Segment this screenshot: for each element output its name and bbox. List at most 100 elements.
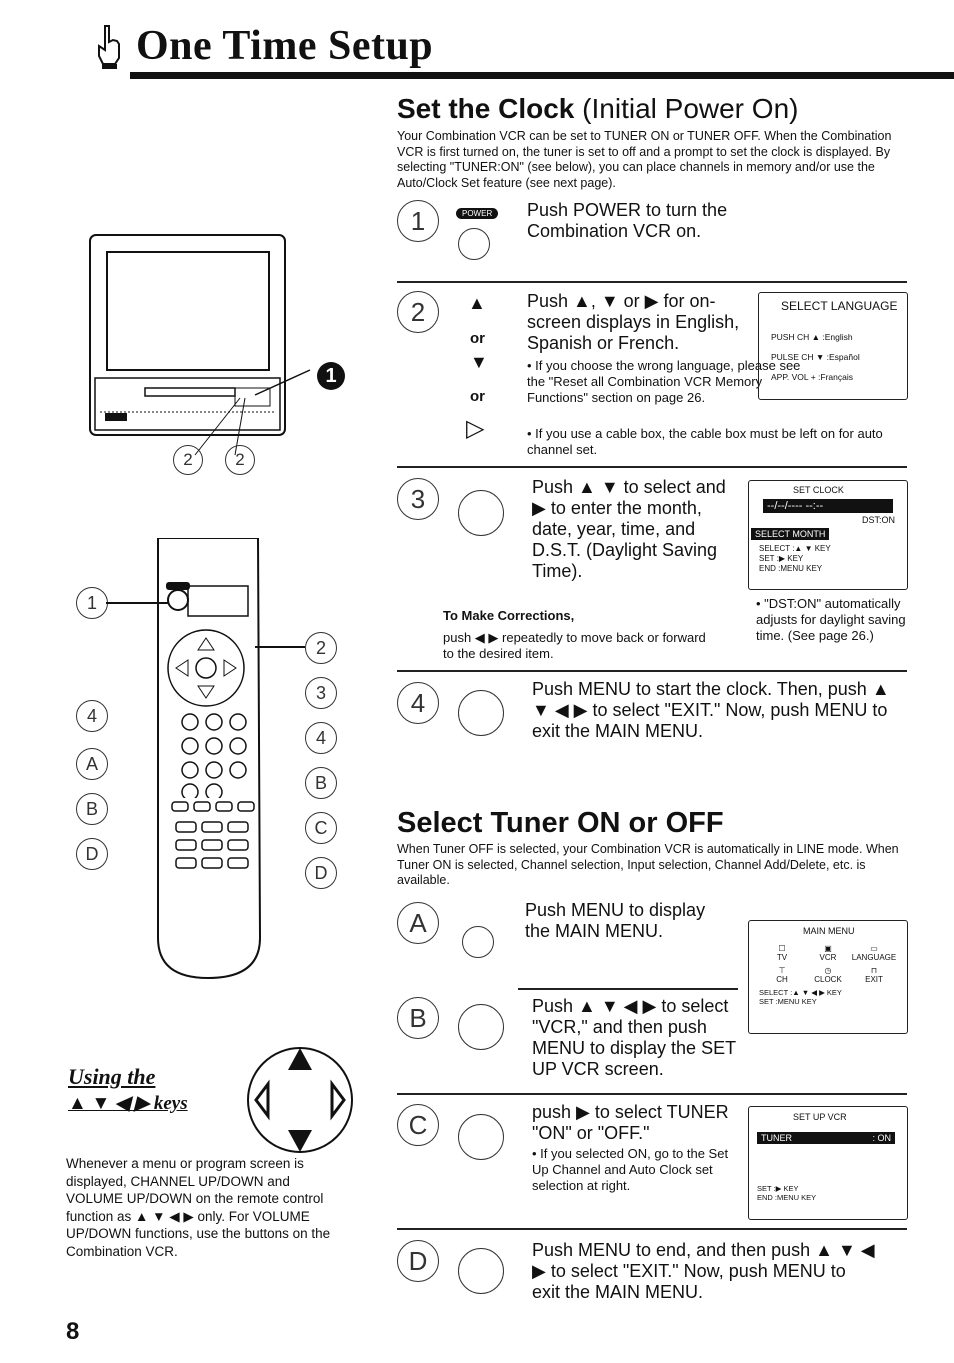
osd-icon-language-label: LANGUAGE [851,953,897,962]
dpad-large-icon [247,1047,353,1153]
step-C-dpad-icon [458,1114,504,1160]
osd-clock-title: SET CLOCK [793,485,844,495]
using-keys-title-2: ▲ ▼ ◀ ▶ keys [68,1093,188,1114]
remote-right-label-B: B [305,767,337,799]
step-C-bullet: • If you selected ON, go to the Set Up C… [532,1146,729,1193]
remote-label-1: 1 [76,587,108,619]
rule-3 [397,670,907,672]
osd-main-title: MAIN MENU [803,926,855,936]
step-2-number: 2 [397,291,439,333]
vol-plus-icon: ▷ [466,415,485,442]
page-number: 8 [66,1318,80,1345]
osd-icon-tv-label: TV [776,953,788,962]
step-D-number: D [397,1240,439,1282]
remote-label-A: A [76,748,108,780]
osd-setup-bar-right: : ON [872,1133,891,1143]
osd-clock-key-2: SET :▶ KEY [759,554,804,563]
remote-right-label-4: 4 [305,722,337,754]
osd-setup-bar-left: TUNER [761,1133,792,1143]
remote-leader-1 [106,602,168,604]
dst-note-text: "DST:ON" automatically adjusts for dayli… [756,596,906,643]
tv-label-2b: 2 [225,445,255,475]
osd-icon-exit: ⊓EXIT [865,966,883,984]
step-D-dpad-icon [458,1248,504,1294]
power-button-icon [458,228,490,260]
osd-setup-bar: TUNER : ON [757,1132,895,1144]
tv-label-2a: 2 [173,445,203,475]
step-A-text: Push MENU to display the MAIN MENU. [525,900,706,941]
ch-down-icon: ▼ [470,352,488,372]
rule-1 [397,281,907,283]
tuner-heading: Select Tuner ON or OFF [397,807,724,839]
step-1-number: 1 [397,200,439,242]
osd-language-line-2: PULSE CH ▼ :Español [771,352,860,362]
step-2-text: Push ▲, ▼ or ▶ for on-screen displays in… [527,291,740,353]
dst-note: • "DST:ON" automatically adjusts for day… [756,596,906,643]
osd-icon-exit-label: EXIT [865,975,883,984]
corrections-text: push ◀ ▶ repeatedly to move back or forw… [443,630,706,661]
clock-heading-bold: Set the Clock [397,93,575,124]
ch-up-icon: ▲ [468,293,486,313]
osd-language-line-1: PUSH CH ▲ :English [771,332,853,342]
osd-select-language: SELECT LANGUAGE PUSH CH ▲ :English PULSE… [758,292,908,400]
clock-heading: Set the Clock (Initial Power On) [397,93,798,125]
step-4-text: Push MENU to start the clock. Then, push… [532,679,890,741]
step-B-dpad-icon [458,1004,504,1050]
clock-intro: Your Combination VCR can be set to TUNER… [397,129,892,190]
osd-clock-time: --/--/---- --:-- [763,499,893,513]
using-keys-text: Whenever a menu or program screen is dis… [66,1156,331,1259]
power-button-label: POWER [456,208,499,219]
osd-setup-title: SET UP VCR [793,1112,847,1122]
step-4-number: 4 [397,682,439,724]
osd-icon-vcr: ▣VCR [819,944,837,962]
step-D-text: Push MENU to end, and then push ▲ ▼ ◀ ▶ … [532,1240,875,1302]
osd-icon-ch: ⊤CH [776,966,788,984]
remote-keypad [178,712,258,803]
step-2-bullet-2: • If you use a cable box, the cable box … [527,426,883,457]
remote-leader-2 [255,646,305,648]
osd-language-line-3: APP. VOL + :Français [771,372,853,382]
step-B-number: B [397,997,439,1039]
remote-label-D: D [76,838,108,870]
rule-B [397,1093,907,1095]
remote-right-label-D: D [305,857,337,889]
step-3-number: 3 [397,478,439,520]
hand-pointer-icon [98,25,120,69]
title-rule [130,72,954,79]
remote-right-label-C: C [305,812,337,844]
rule-A [518,988,738,990]
step-C-bullet-text: If you selected ON, go to the Set Up Cha… [532,1146,729,1193]
using-keys-title-1: Using the [68,1064,156,1089]
rule-C [397,1228,907,1230]
osd-setup-key-2: END :MENU KEY [757,1193,817,1202]
osd-setup-key-1: SET :▶ KEY [757,1184,799,1193]
osd-main-menu: MAIN MENU ☐TV ▣VCR ▭LANGUAGE ⊤CH ◷CLOCK … [748,920,908,1034]
osd-icon-vcr-label: VCR [819,953,837,962]
step-C-number: C [397,1104,439,1146]
osd-clock-key-3: END :MENU KEY [759,564,823,573]
step-2-bullet-2-text: If you use a cable box, the cable box mu… [527,426,883,457]
or-label-2: or [470,388,485,405]
remote-right-label-2: 2 [305,632,337,664]
osd-clock-dst: DST:ON [861,515,895,525]
step-3-dpad-icon [458,490,504,536]
step-B-text: Push ▲ ▼ ◀ ▶ to select "VCR," and then p… [532,996,736,1079]
osd-main-key-2: SET :MENU KEY [759,997,817,1006]
remote-right-label-3: 3 [305,677,337,709]
step-A-number: A [397,902,439,944]
osd-icon-clock: ◷CLOCK [814,966,842,984]
osd-icon-tv: ☐TV [776,944,788,962]
osd-icon-ch-label: CH [776,975,788,984]
page-title: One Time Setup [136,23,434,69]
remote-label-B: B [76,793,108,825]
osd-icon-clock-label: CLOCK [814,975,842,984]
osd-set-up-vcr: SET UP VCR TUNER : ON SET :▶ KEY END :ME… [748,1106,908,1220]
osd-clock-bar: SELECT MONTH [751,528,830,540]
step-2-bullet-1-text: If you choose the wrong language, please… [527,358,801,405]
step-2-bullet-1: • If you choose the wrong language, plea… [527,358,801,405]
osd-clock-key-1: SELECT :▲ ▼ KEY [759,544,831,553]
tv-callout-badge: 1 [317,362,345,390]
osd-set-clock: SET CLOCK --/--/---- --:-- DST:ON SELECT… [748,480,908,590]
remote-lower-buttons [171,801,255,869]
step-4-dpad-icon [458,690,504,736]
